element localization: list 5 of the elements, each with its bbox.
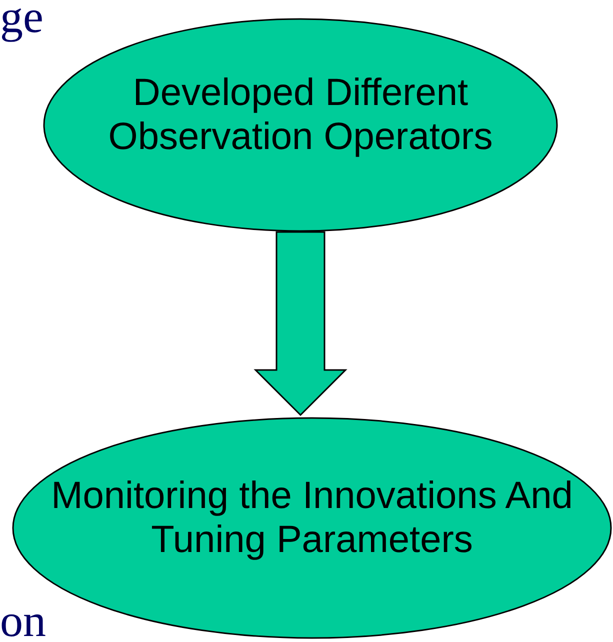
node-label: Monitoring the Innovations And Tuning Parameters <box>50 474 574 562</box>
block-arrow <box>254 231 348 416</box>
node-label: Developed Different Observation Operators <box>107 71 494 159</box>
cut-off-text: ge <box>0 0 44 40</box>
cut-off-text: on <box>0 598 46 642</box>
